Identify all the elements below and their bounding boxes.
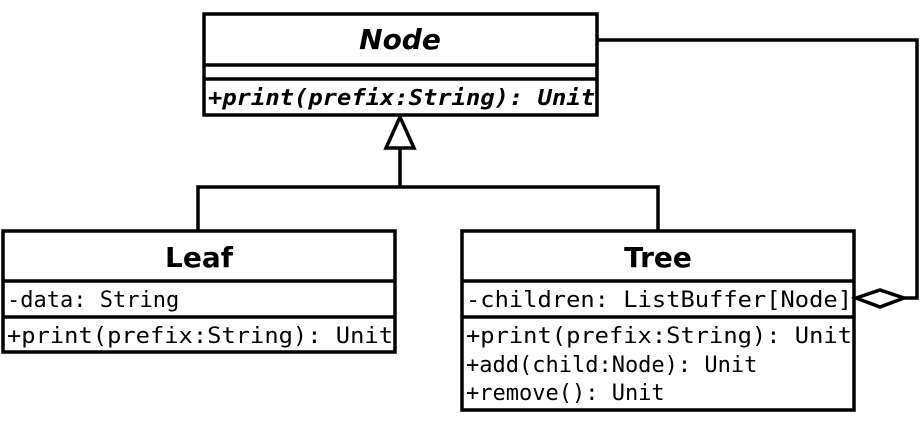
aggregation-line — [597, 38, 919, 300]
class-leaf-attribute: -data: String — [7, 288, 179, 313]
class-tree-method-add: +add(child:Node): Unit — [466, 353, 757, 378]
generalization-branch-leaf — [196, 185, 400, 231]
class-node-method: +print(prefix:String): Unit — [208, 86, 595, 111]
generalization-connector — [196, 112, 660, 231]
generalization-arrowhead-icon — [383, 112, 417, 150]
class-leaf-name: Leaf — [165, 241, 234, 274]
class-tree-method-remove: +remove(): Unit — [466, 381, 665, 406]
aggregation-connector — [597, 38, 919, 309]
class-tree-name: Tree — [624, 241, 692, 274]
class-leaf-method: +print(prefix:String): Unit — [7, 324, 393, 349]
generalization-branch-tree — [400, 185, 660, 231]
aggregation-diamond-icon — [850, 288, 910, 309]
class-tree-box — [460, 229, 856, 412]
class-tree-attribute: -children: ListBuffer[Node] — [466, 288, 852, 313]
class-tree-method-print: +print(prefix:String): Unit — [466, 324, 852, 349]
class-tree: Tree -children: ListBuffer[Node] +print(… — [460, 229, 856, 412]
class-node-name: Node — [359, 23, 441, 56]
class-node: Node +print(prefix:String): Unit — [202, 12, 599, 117]
class-leaf: Leaf -data: String +print(prefix:String)… — [1, 229, 397, 354]
